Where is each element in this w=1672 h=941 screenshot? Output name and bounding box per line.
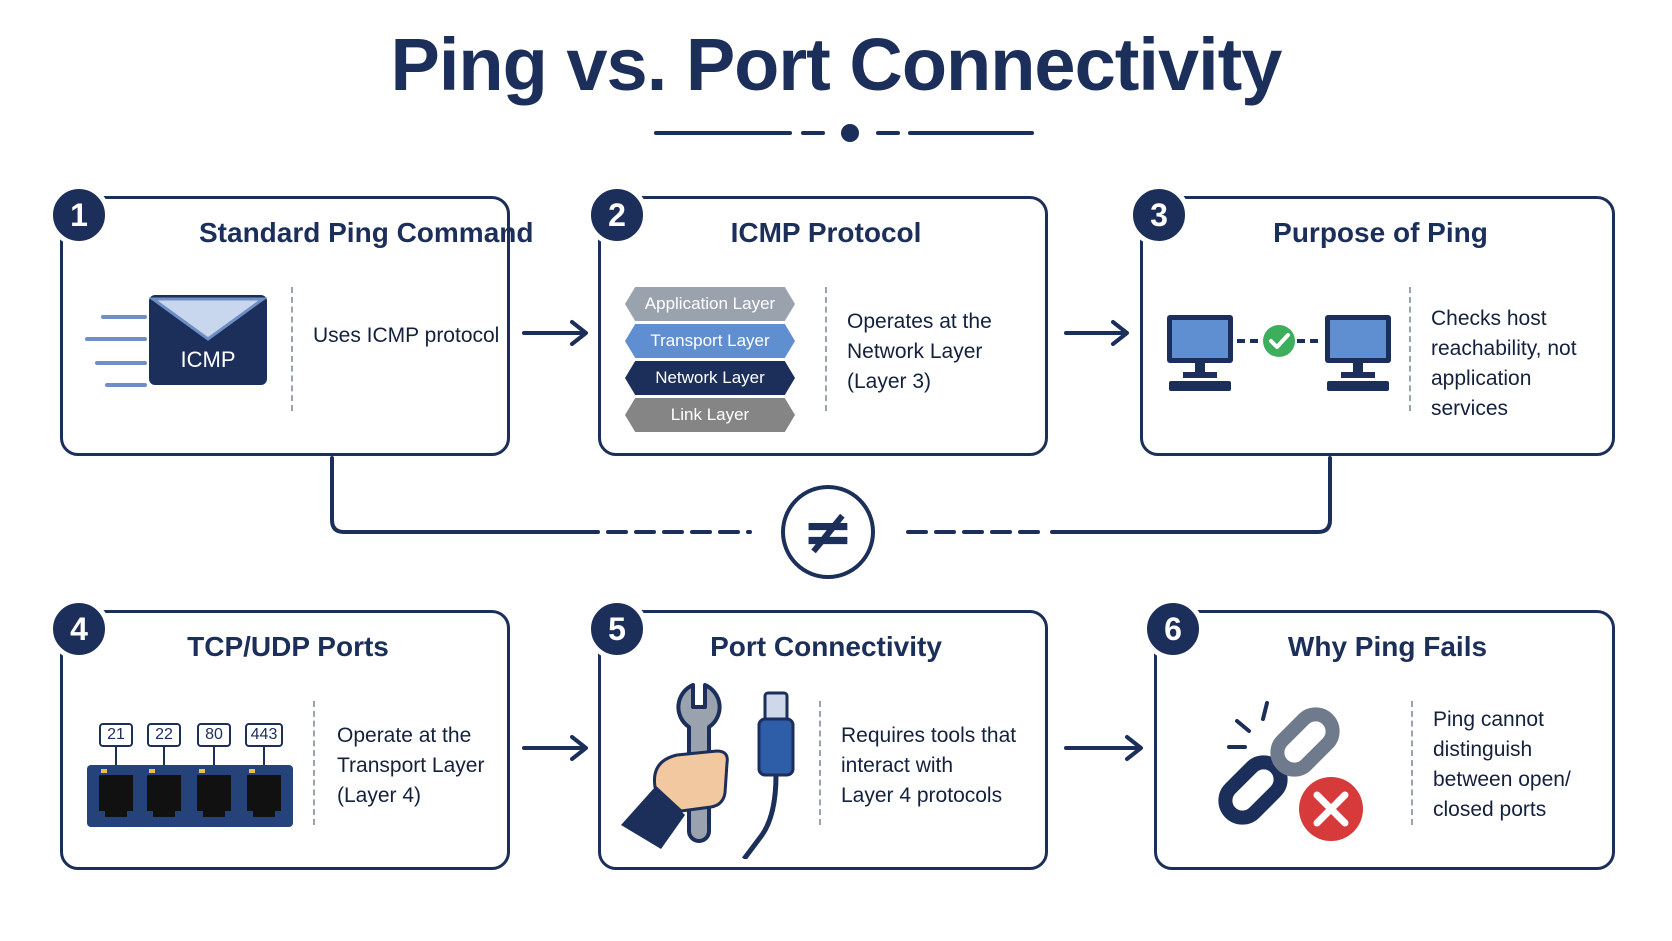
title-ornament: [654, 124, 1034, 142]
card-desc: Requires tools that interact with Layer …: [841, 721, 1046, 811]
desc-line: (Layer 3): [847, 370, 932, 393]
card-divider: [1411, 701, 1413, 825]
card-icmp-protocol: ICMP Protocol Application Layer Transpor…: [598, 196, 1048, 456]
step-badge-5: 5: [586, 598, 648, 660]
card-desc: Uses ICMP protocol: [313, 321, 503, 351]
card-title: Why Ping Fails: [1287, 631, 1488, 662]
computer-icon: [1325, 315, 1391, 391]
card-desc: Operate at the Transport Layer (Layer 4): [337, 721, 507, 811]
step-badge-3: 3: [1128, 184, 1190, 246]
not-equal-circle: [781, 485, 875, 579]
wrench-and-cable-icon: [621, 683, 795, 859]
desc-line: (Layer 4): [337, 784, 422, 807]
two-computers-connected-icon: [1167, 315, 1391, 391]
port-number: 22: [147, 723, 181, 747]
card-divider: [1409, 287, 1411, 411]
card-tcp-udp-ports: TCP/UDP Ports 21 22 80 443 Operate at: [60, 610, 510, 870]
icmp-label: ICMP: [181, 347, 236, 372]
step-badge-2: 2: [586, 184, 648, 246]
card-divider: [313, 701, 315, 825]
desc-line: Operates at the: [847, 310, 992, 333]
layer-application: Application Layer: [625, 287, 795, 321]
desc-line: distinguish: [1433, 738, 1533, 761]
port-number: 80: [197, 723, 231, 747]
card-desc: Checks host reachability, not applicatio…: [1431, 304, 1611, 424]
card-purpose-of-ping: Purpose of Ping Checks host reachability…: [1140, 196, 1615, 456]
desc-line: Requires tools that: [841, 724, 1017, 747]
icmp-envelope-icon: ICMP: [85, 295, 268, 387]
osi-layer-stack: Application Layer Transport Layer Networ…: [625, 287, 795, 437]
card-desc: Operates at the Network Layer (Layer 3): [847, 307, 1037, 397]
desc-line: Ping cannot: [1433, 708, 1544, 731]
computer-icon: [1167, 315, 1233, 391]
layer-network: Network Layer: [625, 361, 795, 395]
desc-line: Uses ICMP protocol: [313, 324, 500, 347]
desc-line: Layer 4 protocols: [841, 784, 1003, 807]
arrow-2-3: [1064, 320, 1129, 346]
card-title: Standard Ping Command: [199, 217, 534, 248]
desc-line: Transport Layer: [337, 754, 485, 777]
not-equal-symbol: ≠: [802, 495, 854, 568]
page-title: Ping vs. Port Connectivity: [390, 23, 1283, 106]
broken-chain-icon: [1218, 701, 1363, 841]
desc-line: application services: [1431, 367, 1532, 420]
card-title: TCP/UDP Ports: [187, 631, 389, 662]
card-divider: [291, 287, 293, 411]
ethernet-cable-icon: [742, 691, 795, 859]
hand-icon: [621, 749, 729, 849]
desc-line: reachability, not: [1431, 337, 1577, 360]
card-port-connectivity: Port Connectivity Requires tools that in…: [598, 610, 1048, 870]
layer-transport: Transport Layer: [625, 324, 795, 358]
ethernet-ports-icon: 21 22 80 443: [87, 723, 293, 827]
step-badge-6: 6: [1142, 598, 1204, 660]
card-standard-ping: Standard Ping Command ICMP Uses ICMP pro…: [60, 196, 533, 456]
desc-line: closed ports: [1433, 798, 1547, 821]
port-number: 21: [99, 723, 133, 747]
desc-line: between open/: [1433, 768, 1571, 791]
step-badge-1: 1: [48, 184, 110, 246]
card-divider: [825, 287, 827, 411]
desc-line: interact with: [841, 754, 954, 777]
port-number: 443: [245, 723, 283, 747]
card-why-ping-fails: Why Ping Fails Ping cannot distinguish b…: [1154, 610, 1615, 870]
arrow-1-2: [522, 320, 588, 346]
card-title: ICMP Protocol: [730, 217, 922, 248]
desc-line: Network Layer: [847, 340, 983, 363]
card-title: Purpose of Ping: [1273, 217, 1488, 248]
card-divider: [819, 701, 821, 825]
arrow-4-5: [522, 735, 588, 761]
card-desc: Ping cannot distinguish between open/ cl…: [1433, 705, 1613, 825]
card-title: Port Connectivity: [710, 631, 942, 662]
error-x-icon: [1299, 777, 1363, 841]
desc-line: Operate at the: [337, 724, 472, 747]
desc-line: Checks host: [1431, 307, 1547, 330]
step-badge-4: 4: [48, 598, 110, 660]
arrow-5-6: [1064, 735, 1143, 761]
comparison-bracket: [330, 456, 1332, 534]
layer-link: Link Layer: [625, 398, 795, 432]
